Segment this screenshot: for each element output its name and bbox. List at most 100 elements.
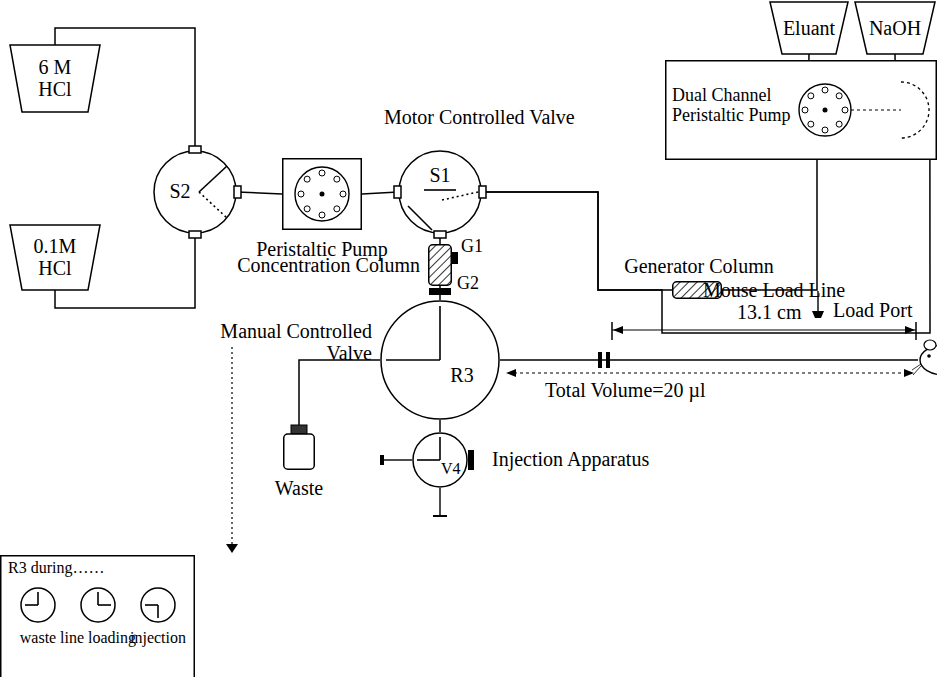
pump-rotor: [295, 167, 349, 221]
selector-valve-outline: [153, 150, 237, 234]
dimension-line: [612, 329, 916, 330]
rotor-roller: [836, 93, 842, 99]
valve-outline: [399, 151, 481, 233]
dimension-label: 13.1 cm: [737, 301, 801, 323]
rotor-hub: [320, 192, 325, 197]
rotor-roller: [822, 87, 828, 93]
manual-valve-outline: [380, 300, 500, 420]
node-label: Dual Channel Peristaltic Pump: [672, 86, 792, 126]
rotor-roller: [298, 191, 304, 197]
g1-fitting: [452, 252, 458, 264]
fitting-label: G1: [461, 237, 483, 257]
tubing-line: [482, 160, 930, 333]
valve-port: [394, 186, 401, 198]
concentration-column-outline: [428, 244, 452, 286]
concentration-column: Concentration Column: [428, 244, 452, 286]
manual-valve: Manual Controlled ValveR3: [380, 300, 500, 420]
mouse-ear: [924, 340, 936, 350]
node-label: R3 during……: [8, 559, 188, 577]
valve-state-outline: [140, 587, 176, 623]
load-port-cap: [812, 311, 824, 318]
valve-outline: [141, 588, 175, 622]
pump-head: [901, 82, 929, 138]
leader-arrowhead: [226, 544, 238, 553]
valve-state-outline: [20, 587, 56, 623]
port-label: Load Port: [833, 299, 912, 321]
valve-port: [434, 231, 446, 238]
reservoir-outline: [855, 2, 935, 54]
valve-state: injection: [140, 587, 176, 623]
valve-passage: [199, 166, 227, 192]
valve-passage: [25, 604, 38, 606]
tubing-line: [894, 54, 896, 60]
acid-reservoir: 0.1M HCl: [10, 225, 100, 290]
node-label: 6 M HCl: [30, 56, 80, 100]
rotor-roller: [319, 170, 325, 176]
eluant-reservoir: Eluant: [770, 2, 848, 54]
column-body: [429, 245, 452, 286]
valve-passage: [37, 592, 39, 605]
leader-line: [231, 347, 232, 545]
bottle-body: [284, 434, 315, 469]
node-label: Motor Controlled Valve: [384, 106, 596, 128]
peristaltic-pump-outline: [282, 158, 362, 230]
node-label: injection: [121, 629, 195, 647]
rotor-roller: [808, 121, 814, 127]
rotor-roller: [319, 212, 325, 218]
valve-port: [189, 146, 201, 153]
valve-passage: [145, 604, 158, 606]
reservoir-outline: [10, 225, 100, 290]
rotor-roller: [334, 206, 340, 212]
node-label: Concentration Column: [226, 254, 420, 276]
pump-rotor: [799, 84, 851, 136]
acid-reservoir: 6 M HCl: [10, 45, 100, 112]
valve-passage: [442, 192, 478, 200]
valve-outline: [21, 588, 55, 622]
valve-passage: [439, 306, 441, 360]
valve-port: [234, 186, 241, 198]
node-label: NaOH: [855, 2, 935, 54]
fitting-label: G2: [457, 274, 479, 294]
pump-housing: [666, 61, 937, 160]
volume-line: [508, 372, 912, 373]
v4-port-cap: [468, 450, 474, 470]
dimension-arrowhead: [613, 326, 623, 334]
waste-bottle-outline: [283, 425, 315, 470]
valve-state: waste: [20, 587, 56, 623]
valve-passage: [408, 206, 432, 230]
rotor-roller: [836, 121, 842, 127]
node-label: V4: [441, 460, 467, 478]
valve-passage: [417, 459, 440, 461]
valve-passage: [199, 192, 227, 218]
pump-shaft: [851, 110, 901, 111]
injection-valve: V4Injection Apparatus: [412, 432, 468, 488]
tubing-line: [808, 54, 810, 60]
node-label: line loading: [54, 629, 142, 647]
mouse-whisker: [913, 366, 921, 375]
naoh-reservoir: NaOH: [855, 2, 935, 54]
tube-connector: [598, 352, 602, 368]
node-label: Injection Apparatus: [492, 448, 672, 470]
volume-arrowhead: [904, 369, 914, 377]
v4-port-cap: [433, 515, 447, 517]
rotor-roller: [334, 176, 340, 182]
node-label: Eluant: [770, 2, 848, 54]
volume-arrowhead: [506, 369, 516, 377]
valve-outline: [154, 151, 236, 233]
tubing-line: [439, 286, 441, 300]
node-label: 0.1M HCl: [30, 235, 80, 279]
node-label: S1: [424, 164, 456, 186]
rotor-roller: [808, 93, 814, 99]
valve-passage: [157, 605, 159, 618]
tubing-line: [439, 420, 441, 432]
reservoir-outline: [770, 2, 848, 54]
tubing-line: [237, 192, 282, 194]
valve-passage: [98, 604, 111, 606]
dimension-tick: [915, 322, 917, 340]
dimension-label: Mouse Load Line: [703, 279, 845, 301]
valve-passage: [424, 189, 456, 191]
reservoir-outline: [10, 45, 100, 112]
valve-port: [479, 186, 486, 198]
v4-port: [439, 488, 440, 516]
